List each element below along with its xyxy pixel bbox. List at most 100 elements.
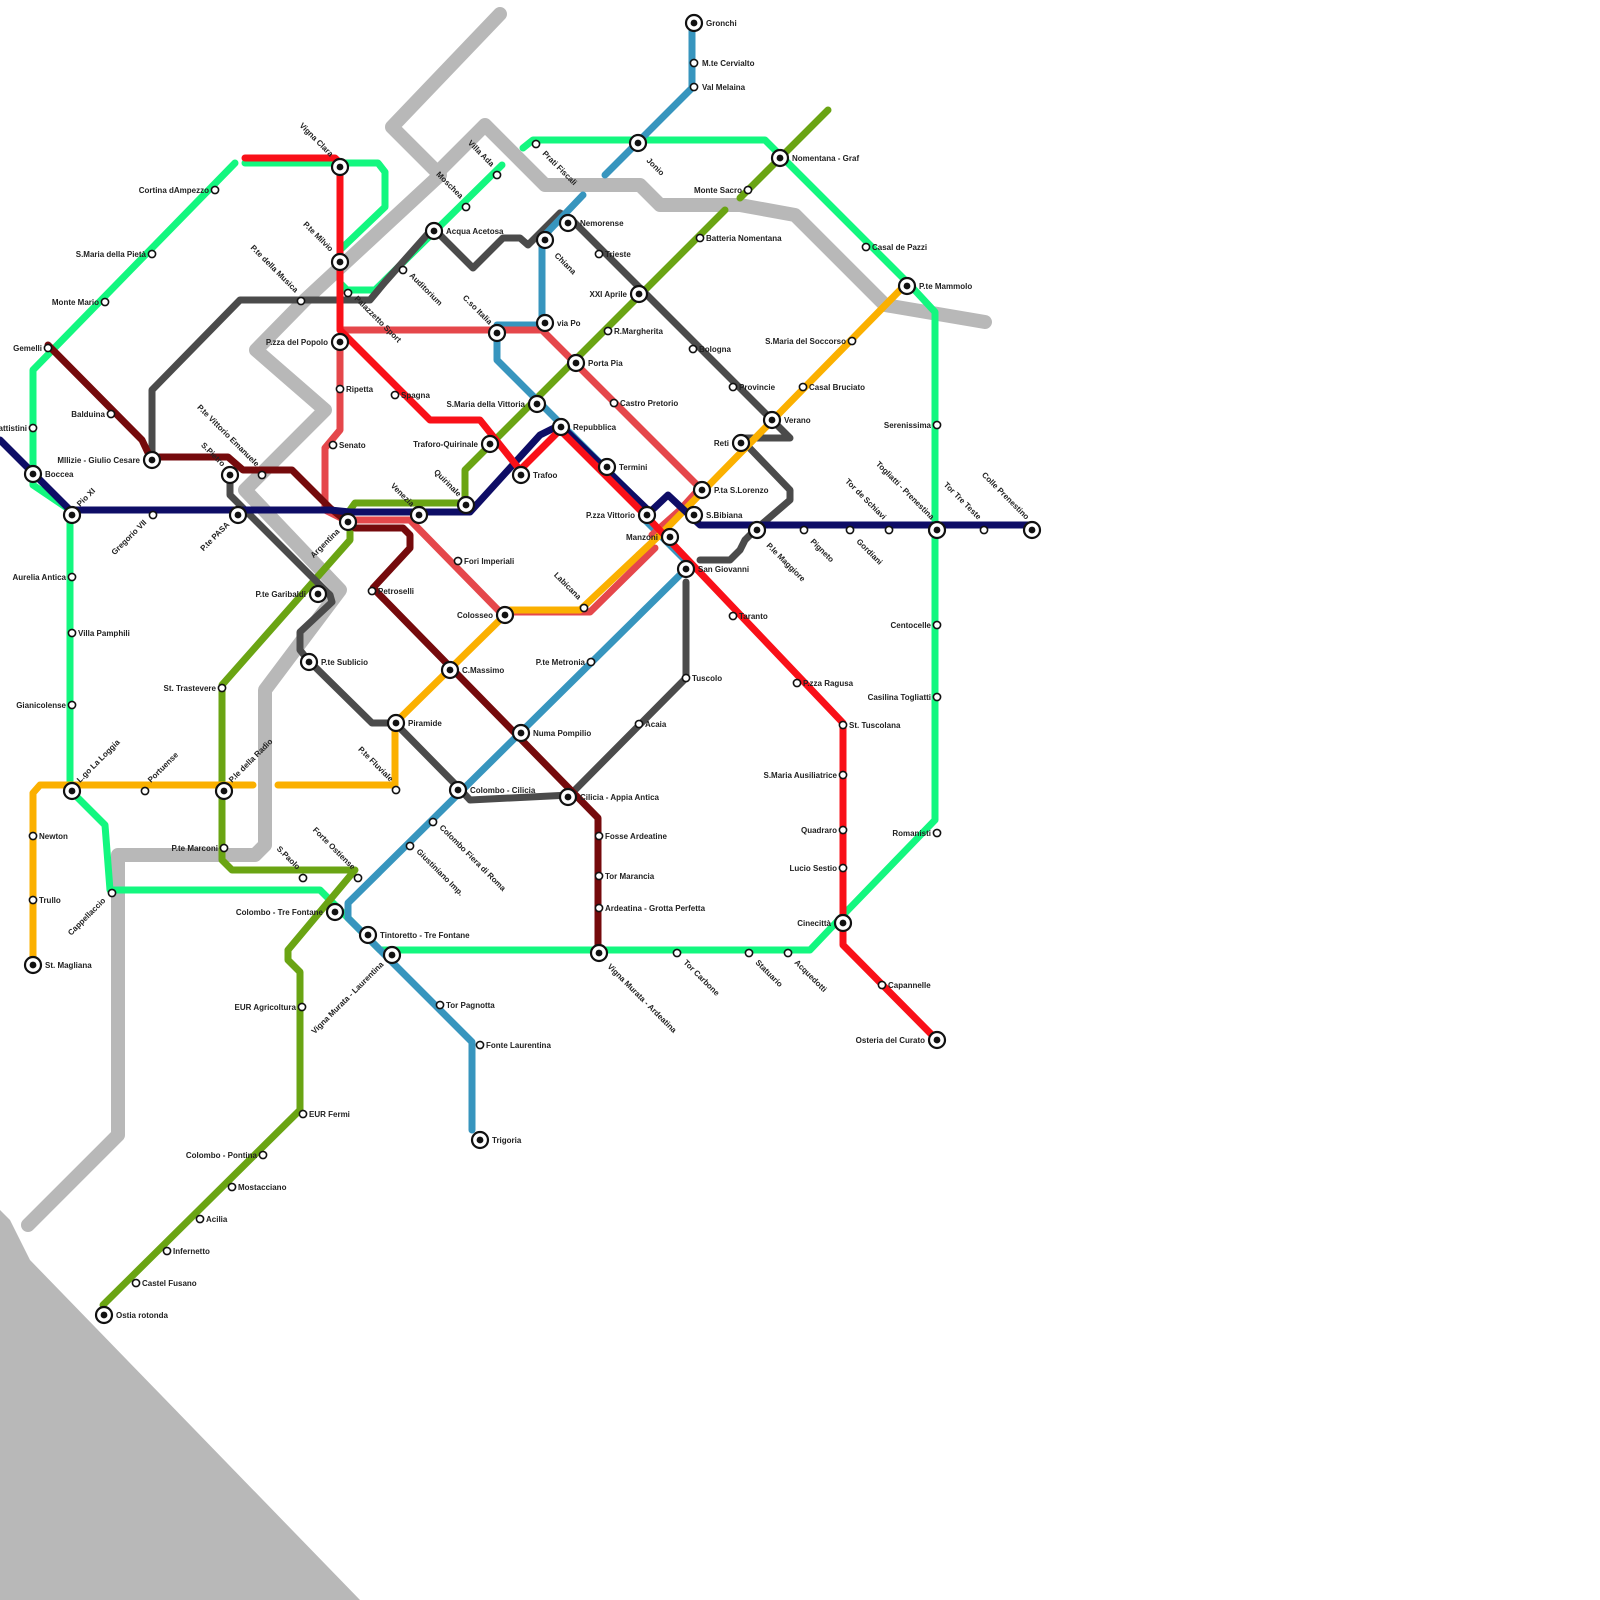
station[interactable] [929, 1032, 945, 1048]
station[interactable] [635, 720, 642, 727]
station[interactable] [392, 786, 399, 793]
station[interactable] [839, 826, 846, 833]
station[interactable] [391, 391, 398, 398]
station[interactable] [599, 459, 615, 475]
station[interactable] [68, 573, 75, 580]
station[interactable] [332, 159, 348, 175]
station[interactable] [532, 140, 539, 147]
station[interactable] [482, 436, 498, 452]
station[interactable] [682, 674, 689, 681]
station[interactable] [329, 441, 336, 448]
station[interactable] [733, 435, 749, 451]
station[interactable] [64, 783, 80, 799]
station[interactable] [29, 896, 36, 903]
station[interactable] [513, 725, 529, 741]
station[interactable] [673, 949, 680, 956]
station[interactable] [222, 467, 238, 483]
station[interactable] [68, 701, 75, 708]
station[interactable] [772, 150, 788, 166]
station[interactable] [595, 250, 602, 257]
station[interactable] [689, 345, 696, 352]
station[interactable] [696, 234, 703, 241]
station[interactable] [144, 452, 160, 468]
station[interactable] [744, 186, 751, 193]
station[interactable] [690, 59, 697, 66]
station[interactable] [793, 679, 800, 686]
station[interactable] [537, 232, 553, 248]
station[interactable] [560, 215, 576, 231]
station[interactable] [64, 507, 80, 523]
station[interactable] [406, 842, 413, 849]
station[interactable] [1024, 522, 1040, 538]
station[interactable] [784, 949, 791, 956]
station[interactable] [450, 782, 466, 798]
station[interactable] [354, 874, 361, 881]
station[interactable] [299, 874, 306, 881]
station[interactable] [595, 904, 602, 911]
station[interactable] [340, 514, 356, 530]
station[interactable] [595, 872, 602, 879]
station[interactable] [631, 286, 647, 302]
station[interactable] [108, 889, 115, 896]
station[interactable] [690, 83, 697, 90]
station[interactable] [462, 203, 469, 210]
station[interactable] [513, 467, 529, 483]
station[interactable] [258, 471, 265, 478]
station[interactable] [553, 419, 569, 435]
station[interactable] [44, 344, 51, 351]
station[interactable] [472, 1132, 488, 1148]
station[interactable] [411, 507, 427, 523]
station[interactable] [297, 297, 304, 304]
station[interactable] [299, 1110, 306, 1117]
station[interactable] [529, 396, 545, 412]
station[interactable] [211, 186, 218, 193]
station[interactable] [101, 298, 108, 305]
station[interactable] [458, 497, 474, 513]
station[interactable] [604, 327, 611, 334]
station[interactable] [848, 337, 855, 344]
station[interactable] [489, 325, 505, 341]
station[interactable] [839, 864, 846, 871]
station[interactable] [862, 243, 869, 250]
station[interactable] [259, 1151, 266, 1158]
station[interactable] [497, 607, 513, 623]
station[interactable] [442, 662, 458, 678]
station[interactable] [301, 654, 317, 670]
station[interactable] [580, 604, 587, 611]
station[interactable] [537, 315, 553, 331]
station[interactable] [610, 399, 617, 406]
station[interactable] [800, 526, 807, 533]
station[interactable] [694, 482, 710, 498]
station[interactable] [196, 1215, 203, 1222]
station[interactable] [729, 612, 736, 619]
station[interactable] [878, 981, 885, 988]
station[interactable] [568, 355, 584, 371]
station[interactable] [587, 658, 594, 665]
station[interactable] [764, 412, 780, 428]
station[interactable] [29, 832, 36, 839]
station[interactable] [436, 1001, 443, 1008]
station[interactable] [132, 1279, 139, 1286]
station[interactable] [29, 424, 36, 431]
station[interactable] [216, 783, 232, 799]
station[interactable] [630, 135, 646, 151]
station[interactable] [933, 829, 940, 836]
station[interactable] [493, 171, 500, 178]
station[interactable] [745, 949, 752, 956]
station[interactable] [96, 1307, 112, 1323]
station[interactable] [25, 466, 41, 482]
station[interactable] [310, 586, 326, 602]
station[interactable] [560, 789, 576, 805]
station[interactable] [639, 507, 655, 523]
station[interactable] [163, 1247, 170, 1254]
station[interactable] [149, 511, 156, 518]
station[interactable] [429, 818, 436, 825]
station[interactable] [384, 947, 400, 963]
station[interactable] [426, 223, 442, 239]
station[interactable] [360, 927, 376, 943]
station[interactable] [929, 522, 945, 538]
station[interactable] [835, 915, 851, 931]
station[interactable] [218, 684, 225, 691]
station[interactable] [230, 507, 246, 523]
station[interactable] [749, 522, 765, 538]
